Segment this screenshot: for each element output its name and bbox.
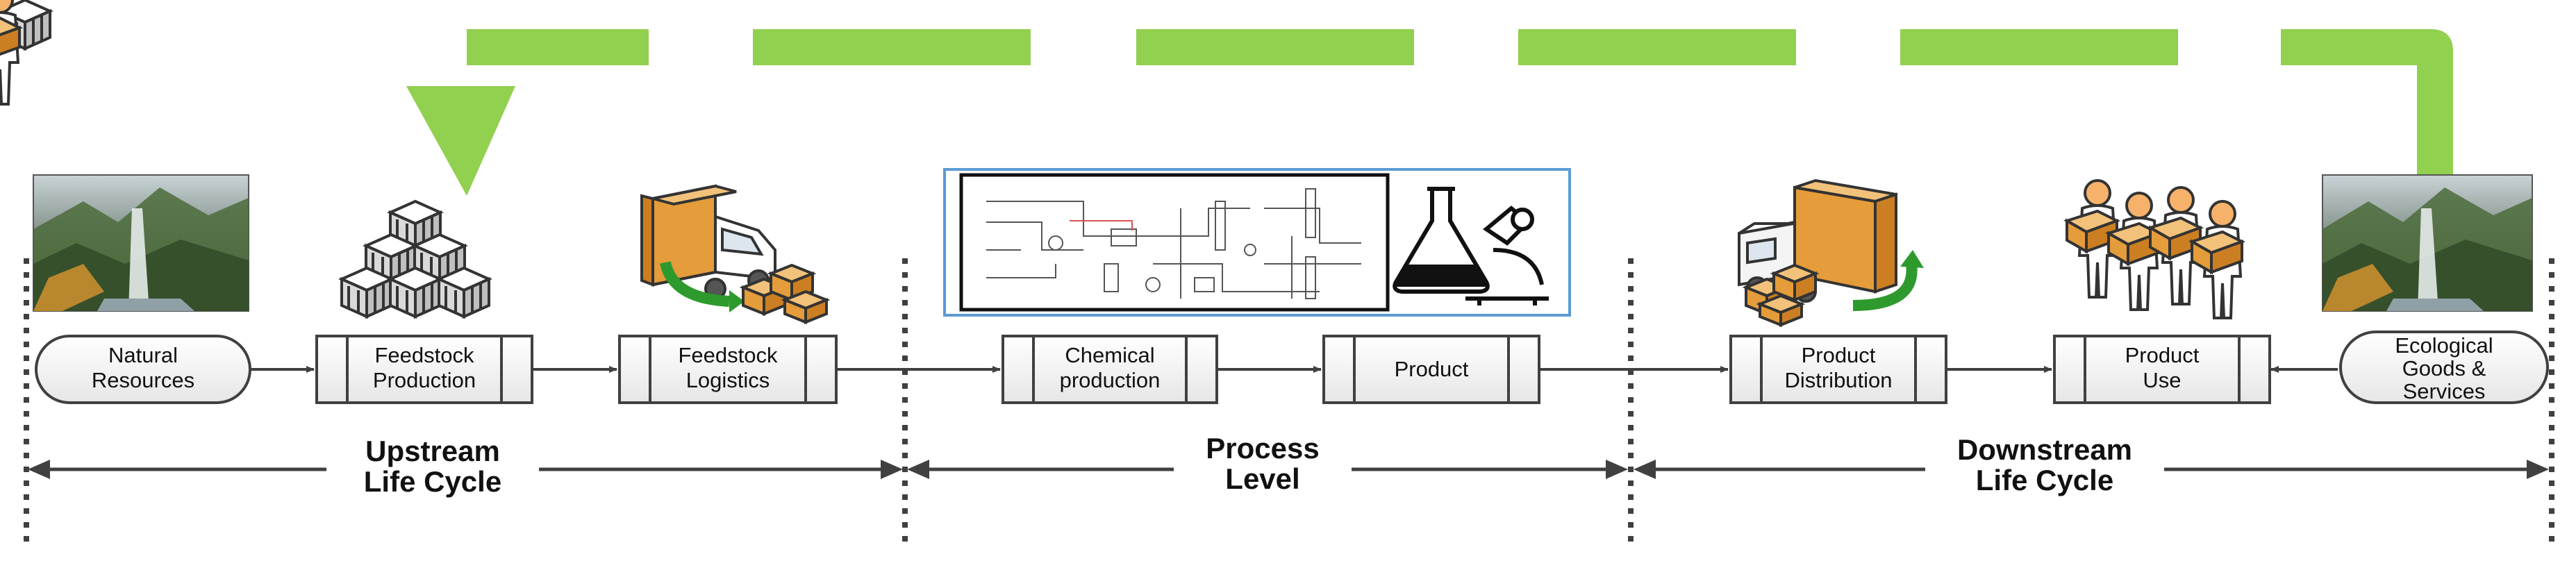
section-upstream-label: Life Cycle <box>364 465 501 498</box>
section-dividers <box>24 258 2554 542</box>
node-feedstock-logistics: Feedstock Logistics <box>618 335 838 404</box>
node-label: Logistics <box>686 368 770 392</box>
flask-microscope-icon <box>1393 187 1549 305</box>
node-product-distribution: Product Distribution <box>1729 335 1947 404</box>
node-label: production <box>1060 368 1161 392</box>
span-upstream-arrowhead-right <box>881 460 903 479</box>
node-product-use: Product Use <box>2053 335 2271 404</box>
delivery-truck-icon-downstream <box>1738 178 1924 327</box>
node-chemical-production: Chemical production <box>1002 335 1218 404</box>
node-label: Product <box>1802 343 1876 367</box>
feedback-dash <box>753 29 1031 65</box>
span-process-arrowhead-left <box>907 460 929 479</box>
node-label: Services <box>2403 379 2486 403</box>
node-product: Product <box>1322 335 1540 404</box>
node-ecological-goods-services: Ecological Goods & Services <box>2339 330 2549 404</box>
node-feedstock-production: Feedstock Production <box>315 335 533 404</box>
node-label: Production <box>373 368 476 392</box>
node-label: Product <box>1395 357 1469 381</box>
node-label: Use <box>2143 368 2181 392</box>
node-label: Natural <box>108 343 178 367</box>
span-downstream-arrowhead-right <box>2527 460 2549 479</box>
feedback-dash <box>1136 29 1414 65</box>
waterfall-landscape-photo-right <box>2322 174 2533 312</box>
feedback-dash <box>1518 29 1796 65</box>
node-label: Resources <box>92 368 194 392</box>
node-label: Distribution <box>1784 368 1892 392</box>
section-process-label: Level <box>1225 462 1299 495</box>
section-span-arrows <box>28 460 2549 479</box>
section-process-label: Process <box>1206 432 1319 464</box>
node-label: Product <box>2125 343 2200 367</box>
section-upstream-label: Upstream <box>365 435 500 467</box>
feedback-arrowhead <box>406 86 515 196</box>
node-label: Chemical <box>1065 343 1154 367</box>
node-label: Goods & <box>2402 356 2486 380</box>
feedback-dash <box>1900 29 2178 65</box>
node-label: Feedstock <box>678 343 778 367</box>
node-natural-resources: Natural Resources <box>35 335 251 404</box>
span-downstream-arrowhead-left <box>1634 460 1656 479</box>
section-downstream-label: Downstream <box>1957 433 2132 466</box>
waterfall-landscape-photo-left <box>33 174 249 312</box>
span-upstream-arrowhead-left <box>28 460 50 479</box>
feedback-corner <box>2281 29 2453 182</box>
node-label: Ecological <box>2395 333 2493 358</box>
delivery-truck-icon-upstream <box>640 184 831 324</box>
feedback-loop-arrow <box>406 29 2453 196</box>
people-carrying-boxes-icon <box>0 0 2243 319</box>
feedback-dash <box>467 29 649 65</box>
span-process-arrowhead-right <box>1606 460 1628 479</box>
section-downstream-label: Life Cycle <box>1976 464 2113 496</box>
section-labels: Upstream Life Cycle Process Level Downst… <box>364 432 2132 498</box>
node-label: Feedstock <box>374 343 474 367</box>
